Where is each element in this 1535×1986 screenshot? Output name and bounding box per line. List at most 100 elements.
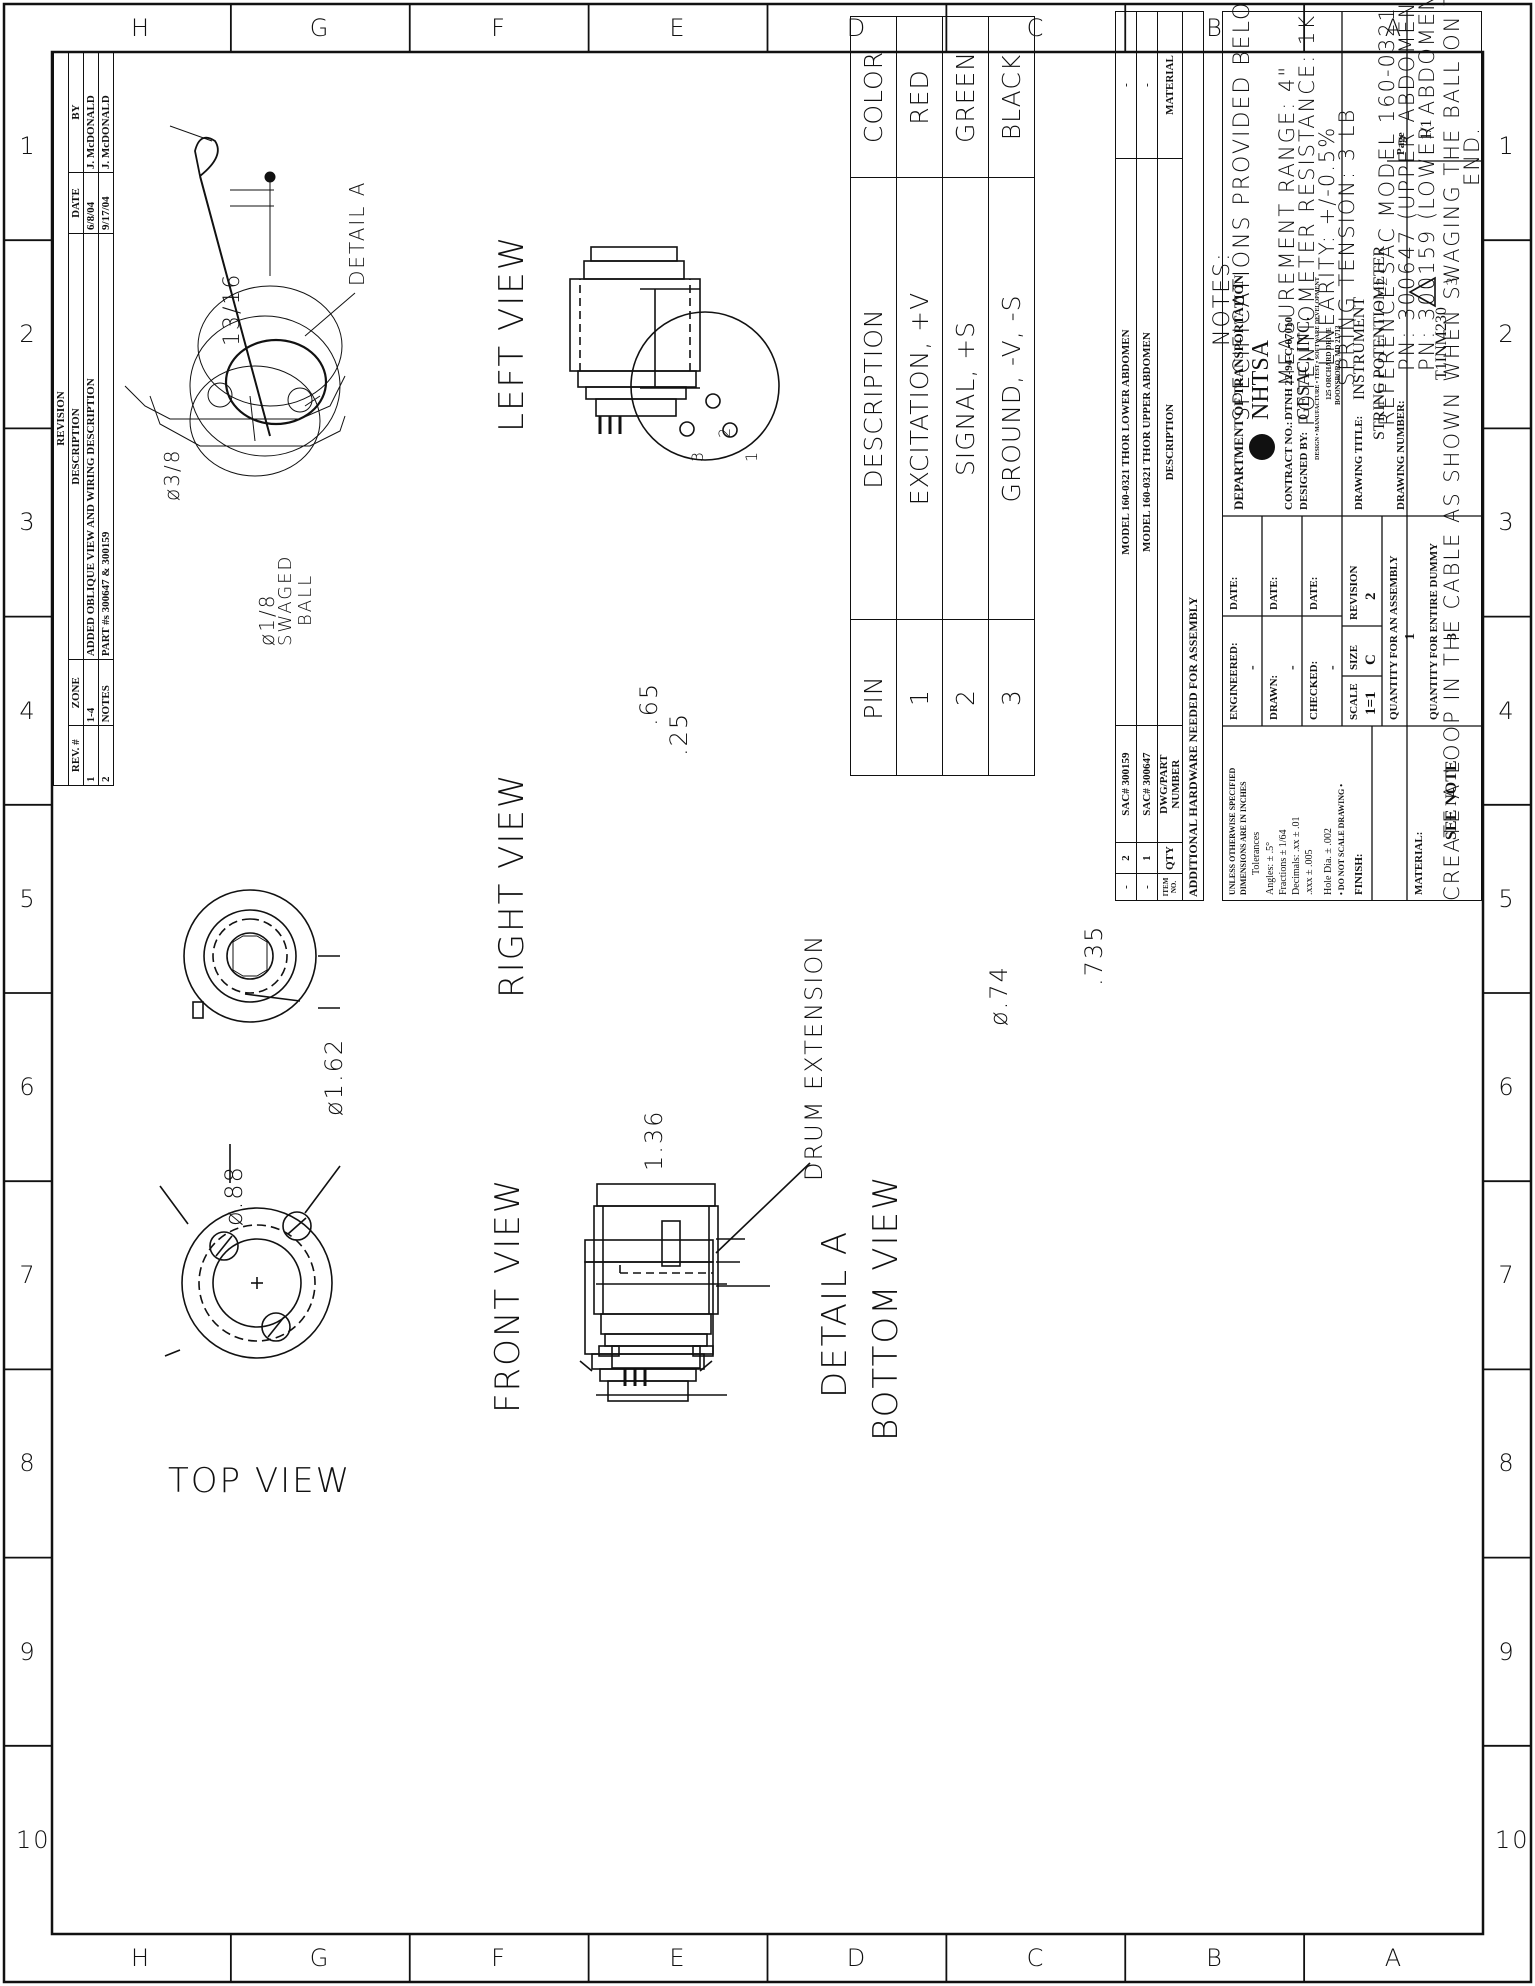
right-view-title: RIGHT VIEW xyxy=(492,772,532,998)
bom-cell: 1 xyxy=(1136,842,1158,874)
rev-cell: 6/8/04 xyxy=(83,172,99,234)
zone-row-label: H xyxy=(131,14,152,42)
zone-column-label: 8 xyxy=(19,1449,37,1478)
rev-col-header: DATE xyxy=(68,172,84,234)
note-triangles xyxy=(1408,276,1436,308)
note-3-line-2: END. xyxy=(1460,126,1484,186)
pin-col-header: DESCRIPTION xyxy=(850,177,897,620)
zone-row-label: A xyxy=(1384,1944,1403,1972)
dim-088: ø.88 xyxy=(220,1165,248,1226)
zone-column-label: 6 xyxy=(1498,1073,1516,1102)
zone-row-label: F xyxy=(491,14,508,42)
rev-cell: 9/17/04 xyxy=(98,172,114,234)
pin-1-label: 1 xyxy=(742,449,761,462)
zone-row-label: B xyxy=(1205,14,1224,42)
zone-column-label: 8 xyxy=(1498,1449,1516,1478)
zone-column-label: 2 xyxy=(1498,320,1516,349)
pin-cell: 2 xyxy=(942,619,989,776)
bom-footer: ADDITIONAL HARDWARE NEEDED FOR ASSEMBLY xyxy=(1182,11,1204,901)
dim-ball: BALL xyxy=(295,573,316,626)
rev-col-header: DESCRIPTION xyxy=(68,233,84,660)
bom-cell: MODEL 160-0321 THOR UPPER ABDOMEN xyxy=(1136,158,1158,726)
rev-col-header: BY xyxy=(68,51,84,173)
rev-cell: 1 xyxy=(83,725,99,786)
bottom-view-title: BOTTOM VIEW xyxy=(866,1174,906,1441)
drum-extension-label: DRUM EXTENSION xyxy=(800,933,828,1181)
bom-cell: SAC# 300647 xyxy=(1136,725,1158,843)
dim-074: ø.74 xyxy=(985,965,1013,1026)
left-view-drawing xyxy=(569,246,701,434)
pin-cell: SIGNAL, +S xyxy=(942,177,989,620)
bom-cell: MATERIAL xyxy=(1157,11,1183,159)
detail-a-callout: DETAIL A xyxy=(345,180,369,286)
revision-table: REVISION REV. # ZONE DESCRIPTION DATE BY… xyxy=(53,51,114,786)
revision-title: REVISION xyxy=(53,51,69,786)
zone-row-label: F xyxy=(491,1944,508,1972)
zone-column-label: 2 xyxy=(19,320,37,349)
zone-row-label: G xyxy=(310,14,331,42)
zone-column-label: 7 xyxy=(19,1261,37,1290)
zone-column-label: 7 xyxy=(1498,1261,1516,1290)
zone-row-label: C xyxy=(1026,1944,1046,1972)
zone-row-label: G xyxy=(310,1944,331,1972)
table-row: 1 1-4 ADDED OBLIQUE VIEW AND WIRING DESC… xyxy=(83,51,99,786)
zone-column-label: 4 xyxy=(19,696,37,725)
pin-3-label: 3 xyxy=(688,449,707,462)
zone-column-label: 9 xyxy=(1498,1637,1516,1666)
zone-row-label: D xyxy=(846,1944,868,1972)
zone-column-label: 5 xyxy=(19,884,37,913)
zone-row-label: C xyxy=(1026,14,1046,42)
rev-col-header: ZONE xyxy=(68,659,84,726)
zone-column-label: 5 xyxy=(1498,884,1516,913)
zone-row-label: E xyxy=(669,14,687,42)
dim-1316: 13/16 xyxy=(220,272,245,346)
rev-cell: J. McDONALD xyxy=(83,51,99,173)
bom-cell: QTY xyxy=(1157,842,1183,874)
zone-row-label: H xyxy=(131,1944,152,1972)
pin-cell: GREEN xyxy=(942,16,989,178)
dim-136: 1.36 xyxy=(640,1109,668,1171)
pin-cell: EXCITATION, +V xyxy=(896,177,943,620)
note-2-line-3: PN: 300159 (LOWER ABDOMEN) xyxy=(1415,0,1439,371)
bom-cell: DESCRIPTION xyxy=(1157,158,1183,726)
bom-cell: - xyxy=(1136,11,1158,159)
zone-column-label: 9 xyxy=(19,1637,37,1666)
zone-column-label: 3 xyxy=(1498,508,1516,537)
zone-column-label: 6 xyxy=(19,1073,37,1102)
pin-cell: 3 xyxy=(988,619,1035,776)
bom-cell: MODEL 160-0321 THOR LOWER ABDOMEN xyxy=(1115,158,1137,726)
left-view-title: LEFT VIEW xyxy=(492,234,532,432)
dim-swaged: SWAGED xyxy=(275,554,296,646)
table-row: ITEM NO. QTY DWG/PART NUMBER DESCRIPTION… xyxy=(1157,11,1183,901)
zone-row-label: E xyxy=(669,1944,687,1972)
dim-0735: .735 xyxy=(1080,924,1108,986)
bom-cell: - xyxy=(1136,873,1158,901)
bom-cell: - xyxy=(1115,873,1137,901)
table-row: 1 EXCITATION, +V RED xyxy=(896,16,943,776)
dim-162: ø1.62 xyxy=(320,1037,348,1116)
spec-spring-tension: SPRING TENSION: 3 LB xyxy=(1335,107,1359,386)
zone-row-label: A xyxy=(1384,14,1403,42)
rev-col-header: REV. # xyxy=(68,725,84,786)
dim-38: ø3/8 xyxy=(160,448,184,501)
zone-column-label: 10 xyxy=(16,1825,51,1854)
rev-cell: NOTES xyxy=(98,659,114,726)
bom-cell: - xyxy=(1115,11,1137,159)
title-block-grid xyxy=(1222,11,1482,901)
dim-025: .25 xyxy=(665,711,693,756)
zone-column-label: 1 xyxy=(1498,132,1516,161)
top-view-title: TOP VIEW xyxy=(168,1461,352,1501)
zone-row-label: D xyxy=(846,14,868,42)
zone-column-label: 10 xyxy=(1495,1825,1530,1854)
rev-cell: 2 xyxy=(98,725,114,786)
title-block: UNLESS OTHERWISE SPECIFIED DIMENSIONS AR… xyxy=(1222,11,1482,901)
table-row: ADDITIONAL HARDWARE NEEDED FOR ASSEMBLY xyxy=(1182,11,1204,901)
pin-2-label: 2 xyxy=(715,425,734,438)
pin-cell: 1 xyxy=(896,619,943,776)
rev-cell: 1-4 xyxy=(83,659,99,726)
pin-col-header: PIN xyxy=(850,619,897,776)
